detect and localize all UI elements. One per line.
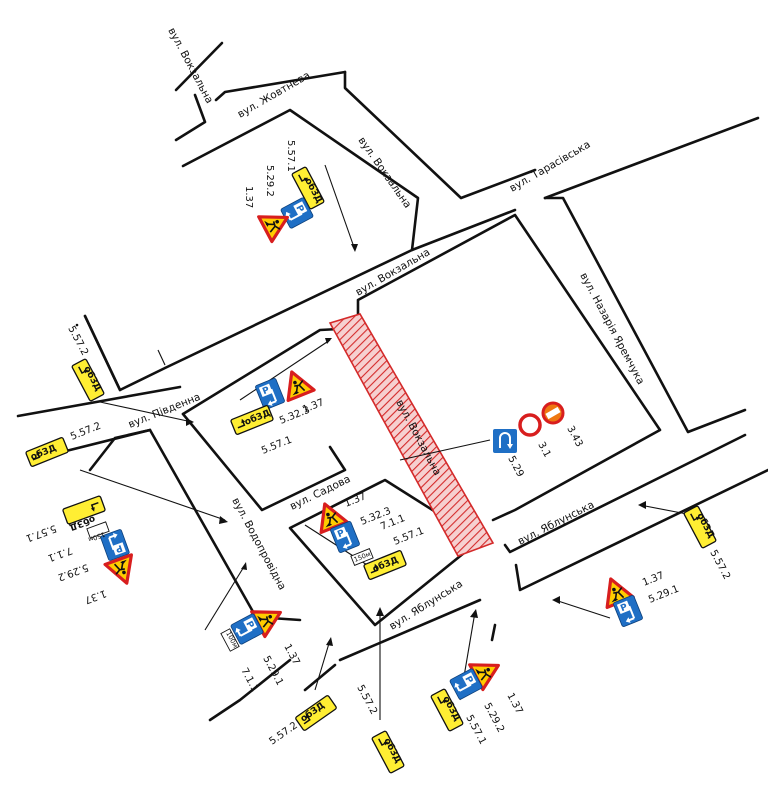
sign-code: 1.37	[83, 587, 108, 605]
street-label-vokzalna-nw: вул. Вокзальна	[165, 26, 215, 106]
sign-code: 5.29.2	[56, 561, 90, 582]
sign-code: 7.1.1	[46, 544, 74, 563]
sign-code: 5.29.1	[260, 654, 285, 687]
road-edge	[543, 196, 747, 434]
street-label-yablunska-e: вул. Яблунська	[516, 499, 596, 548]
sign-group-6: 150м 5.57.1 7.1.1 5.29.2 1.37 обЗД	[24, 494, 142, 605]
sign-code: 1.37	[343, 491, 368, 510]
street-label-vodoprovidna: вул. Водопровідна	[229, 496, 288, 592]
sign-group-2: 1.37 5.32.3 5.57.1 обЗД	[229, 365, 326, 457]
sign-code: 5.57.2	[267, 720, 299, 747]
closed-street-section	[328, 313, 495, 557]
road-edge	[174, 41, 224, 92]
road-edge	[303, 663, 337, 692]
sign-code: 5.57.2	[69, 421, 103, 443]
road-edge	[16, 385, 182, 418]
leader-lines	[79, 164, 693, 720]
road-edge	[181, 108, 420, 252]
sign-code: 5.57.1	[392, 526, 426, 548]
sign-code: 5.29.1	[647, 584, 681, 606]
street-label-zhovtneva: вул. Жовтнева	[236, 69, 313, 120]
sign-code: 5.57.2	[354, 683, 379, 716]
sign-code: 5.57.1	[285, 140, 296, 172]
sign-group-11: 5.57.2 обЗД	[267, 694, 338, 747]
sign-code: 5.57.2	[707, 548, 732, 581]
street-labels: вул. Вокзальна вул. Жовтнева вул. Вокзал…	[127, 26, 647, 633]
road-edge	[338, 598, 482, 662]
road-edge	[514, 468, 768, 592]
no-traffic-icon	[518, 413, 542, 437]
sign-group-4: 5.57.2 обЗД	[65, 324, 106, 403]
road-edge	[83, 314, 122, 392]
sign-code: 1.37	[243, 186, 254, 208]
road-edge	[208, 658, 292, 722]
sign-code: 5.29.2	[264, 165, 275, 197]
road-edge	[174, 93, 207, 142]
sign-code: 5.32.3	[278, 405, 312, 427]
sign-code: 3.1	[535, 440, 552, 459]
sign-code: 3.43	[564, 424, 584, 449]
sign-code: 5.57.1	[24, 522, 58, 543]
sign-code: 1.37	[504, 691, 524, 716]
road-edge	[83, 208, 517, 392]
sign-group-13: 1.37 5.29.2 5.57.1 обЗД	[429, 651, 525, 746]
sign-code: 5.57.1	[463, 713, 488, 746]
sign-code: 5.57.1	[260, 435, 294, 457]
road-edge	[503, 433, 747, 554]
sign-code: 5.57.2	[65, 324, 90, 357]
road-edge	[343, 70, 537, 200]
road-edge	[88, 428, 152, 472]
road-edge	[490, 623, 497, 642]
sign-group-7: 150м 1.37 5.32.3 7.1.1 5.57.1 обЗД	[310, 491, 426, 581]
road-edge	[214, 70, 347, 102]
sign-code: 7.1.1	[238, 666, 260, 694]
sign-code: 1.37	[641, 570, 666, 589]
sign-code: 5.29	[505, 454, 525, 479]
road-edge	[543, 116, 760, 200]
sign-group-10: 100м 1.37 5.29.1 7.1.1	[220, 598, 302, 694]
road-edge	[181, 412, 347, 512]
sign-group-3: 3.43 3.1 5.29	[493, 401, 585, 479]
sign-group-9: 1.37 5.29.1	[596, 570, 681, 629]
sign-group-1: 5.57.1 5.29.2 1.37 обЗД	[243, 140, 326, 244]
sign-code: 5.29.2	[481, 701, 506, 734]
sign-group-12: 5.57.2 обЗД	[354, 683, 406, 775]
sign-group-8: 5.57.2 обЗД	[682, 504, 732, 581]
